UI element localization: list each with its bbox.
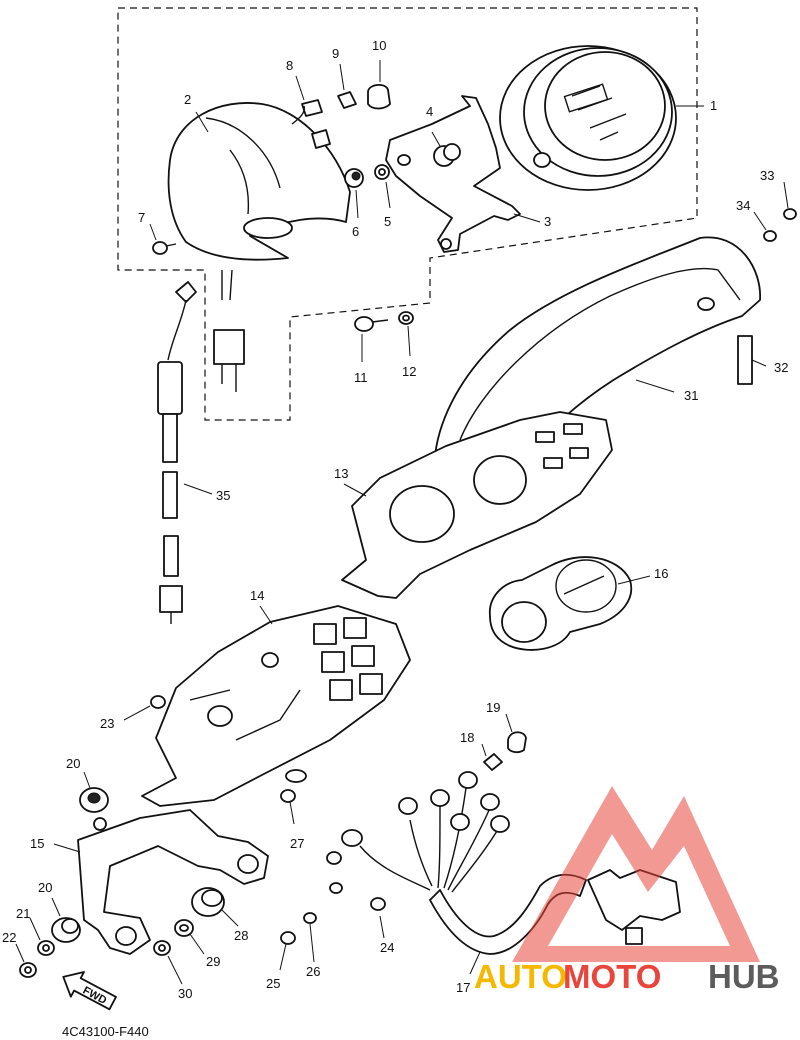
callout-16: 16 xyxy=(654,566,668,581)
callout-34: 34 xyxy=(736,198,750,213)
screw-25 xyxy=(280,931,296,945)
callout-9: 9 xyxy=(332,46,339,61)
callout-25: 25 xyxy=(266,976,280,991)
leader-lines xyxy=(15,60,789,985)
strip-32 xyxy=(737,335,753,385)
callout-29: 29 xyxy=(206,954,220,969)
callout-8: 8 xyxy=(286,58,293,73)
screw-33 xyxy=(783,208,797,220)
drawing-code: 4C43100-F440 xyxy=(62,1024,149,1039)
grommet-4 xyxy=(433,143,461,167)
grommet-20-lower xyxy=(51,917,81,943)
callout-5: 5 xyxy=(384,214,391,229)
callout-14: 14 xyxy=(250,588,264,603)
callout-22: 22 xyxy=(2,930,16,945)
watermark-mountain-icon xyxy=(512,786,760,962)
callout-11: 11 xyxy=(354,370,368,385)
forward-arrow-icon: FWD xyxy=(62,971,117,1011)
washer-12 xyxy=(398,311,414,325)
callout-7: 7 xyxy=(138,210,145,225)
watermark-auto: AUTO xyxy=(474,958,567,995)
callout-6: 6 xyxy=(352,224,359,239)
bolt-11 xyxy=(354,316,389,332)
washer-21 xyxy=(37,940,55,956)
meter-bracket xyxy=(385,95,521,253)
callout-32: 32 xyxy=(774,360,788,375)
callout-21: 21 xyxy=(16,906,30,921)
callout-35: 35 xyxy=(216,488,230,503)
screw-24 xyxy=(370,897,386,911)
callout-15: 15 xyxy=(30,836,44,851)
callout-2: 2 xyxy=(184,92,191,107)
watermark-logo xyxy=(512,786,760,962)
callout-27: 27 xyxy=(290,836,304,851)
bulb-cap-19 xyxy=(507,731,527,754)
callout-24: 24 xyxy=(380,940,394,955)
callout-20b: 20 xyxy=(38,880,52,895)
grommet-28 xyxy=(191,887,225,917)
screw-23 xyxy=(150,695,166,709)
meter-panel xyxy=(341,411,613,599)
callout-4: 4 xyxy=(426,104,433,119)
meter-case xyxy=(141,605,411,807)
meter-dial xyxy=(489,556,633,651)
washer-26 xyxy=(303,912,317,924)
bulb-socket-8 xyxy=(291,99,331,149)
washer-34 xyxy=(763,230,777,242)
nut-22 xyxy=(19,962,37,978)
watermark-hub: HUB xyxy=(708,958,780,995)
callout-26: 26 xyxy=(306,964,320,979)
callout-17: 17 xyxy=(456,980,470,995)
screw-27 xyxy=(280,789,296,803)
callout-30: 30 xyxy=(178,986,192,1001)
gauge-housing xyxy=(167,102,351,261)
washer-29 xyxy=(174,919,194,937)
housing-connector xyxy=(213,269,245,392)
callout-10: 10 xyxy=(372,38,386,53)
callout-1: 1 xyxy=(710,98,717,113)
fwd-label: FWD xyxy=(81,985,109,1007)
speedometer-cable xyxy=(157,281,197,624)
callout-12: 12 xyxy=(402,364,416,379)
grommet-20-upper xyxy=(79,787,109,813)
callout-3: 3 xyxy=(544,214,551,229)
callout-19: 19 xyxy=(486,700,500,715)
nut-30 xyxy=(153,940,171,956)
washer-5 xyxy=(374,164,390,180)
watermark-text: AUTO MOTO HUB xyxy=(474,958,780,995)
screw-7 xyxy=(152,241,177,255)
callout-13: 13 xyxy=(334,466,348,481)
callout-numbers: 1 2 3 4 5 6 7 8 9 10 11 12 13 14 15 16 1… xyxy=(2,38,788,1001)
wire-harness xyxy=(326,771,681,955)
callout-20a: 20 xyxy=(66,756,80,771)
mounting-plate xyxy=(77,809,269,955)
watermark-moto: MOTO xyxy=(563,958,661,995)
callout-31: 31 xyxy=(684,388,698,403)
bulb-18 xyxy=(483,753,503,771)
grommet-6 xyxy=(344,168,364,188)
assembly-boundary xyxy=(117,7,698,421)
callout-18: 18 xyxy=(460,730,474,745)
callout-23: 23 xyxy=(100,716,114,731)
callout-28: 28 xyxy=(234,928,248,943)
bulb-cap-10 xyxy=(367,84,391,110)
speedometer-gauge xyxy=(499,45,677,191)
bulb-9 xyxy=(337,91,357,109)
callout-33: 33 xyxy=(760,168,774,183)
